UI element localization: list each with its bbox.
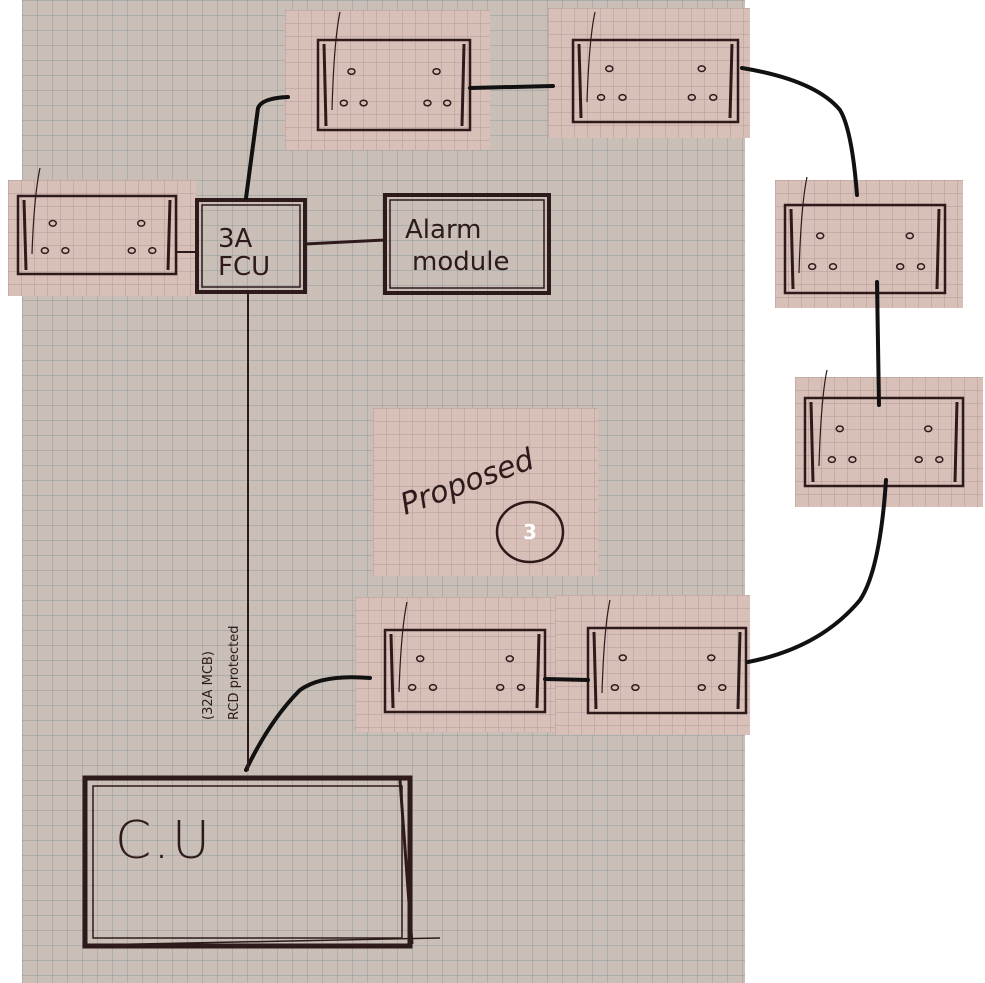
cable-note: (32A MCB) RCD protected: [201, 626, 242, 720]
socket-left: [16, 167, 178, 276]
cable-note-line2: RCD protected: [227, 626, 242, 720]
wire-fcu-to-top-socket: [244, 95, 290, 200]
page-title: Proposed: [396, 442, 540, 523]
alarm-label-line2: module: [412, 247, 509, 277]
wire-top-socket-2-to-right-1: [740, 66, 859, 197]
cable-note-line1: (32A MCB): [201, 651, 216, 720]
badge-circle: [495, 500, 565, 564]
wire-top-socket-1-to-2: [468, 84, 555, 90]
socket-right-1: [783, 176, 947, 295]
badge-number: 3: [523, 520, 537, 544]
fcu-label-line2: FCU: [218, 252, 270, 282]
socket-photo-patch-bottom-1: [355, 597, 555, 732]
fcu-label-line1: 3A: [218, 224, 253, 254]
cu-label: C.U: [115, 811, 212, 871]
socket-photo-patch-left: [8, 180, 196, 296]
title-photo-patch: [373, 408, 598, 576]
alarm-module-box: Alarm module: [383, 193, 551, 295]
wire-right-1-to-right-2: [875, 280, 881, 407]
proposed-title-group: Proposed: [396, 442, 540, 523]
socket-photo-patch-right-1: [775, 180, 963, 308]
wire-bottom-1-to-bottom-2: [543, 677, 590, 682]
consumer-unit-box: C.U: [82, 775, 441, 949]
socket-top-2: [571, 11, 740, 124]
alarm-label-line1: Alarm: [405, 215, 482, 245]
socket-top-1: [316, 11, 472, 132]
wire-fcu-to-alarm: [303, 238, 387, 246]
socket-bottom-1: [383, 601, 547, 714]
socket-bottom-2: [586, 599, 748, 715]
wires: [176, 66, 888, 772]
socket-right-2: [803, 369, 965, 488]
wire-cu-to-bottom-socket: [244, 675, 372, 772]
fcu-box: 3A FCU: [195, 198, 307, 294]
wire-right-2-to-bottom-2: [746, 478, 888, 664]
